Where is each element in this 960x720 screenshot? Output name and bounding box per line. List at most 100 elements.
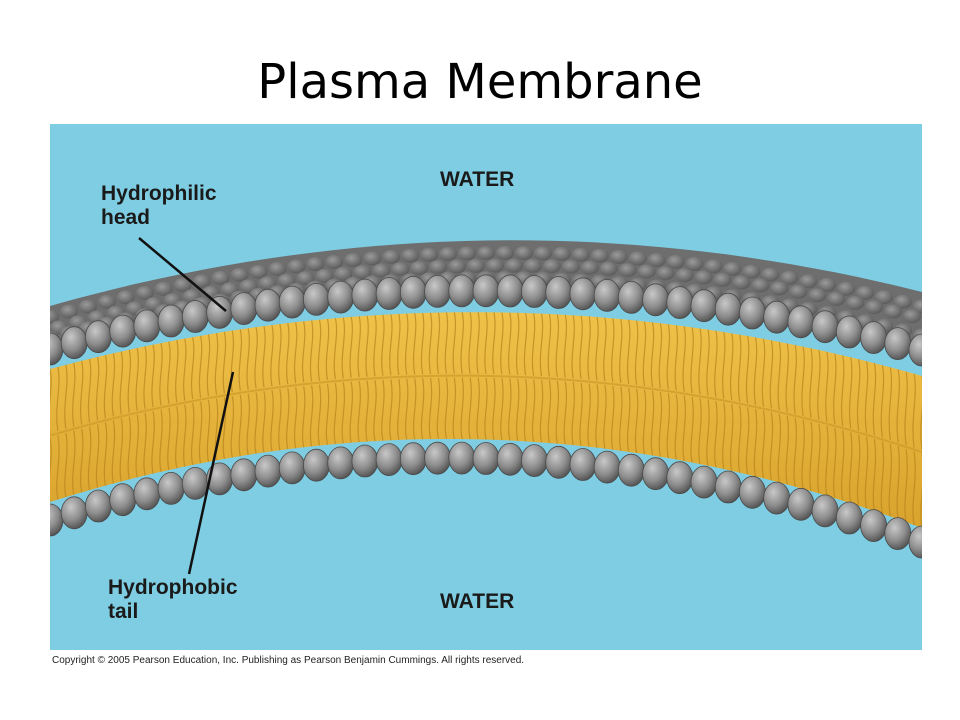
back-head	[647, 253, 666, 267]
tail-strand	[658, 391, 663, 457]
phospholipid-head	[448, 441, 476, 475]
phospholipid-head	[157, 471, 185, 505]
back-head	[230, 267, 249, 282]
phospholipid-head	[520, 275, 548, 308]
tail-strand	[293, 322, 298, 384]
hydrophilic-head-label: Hydrophilic head	[101, 182, 217, 229]
phospholipid-head	[545, 276, 573, 309]
tail-strand	[143, 412, 147, 476]
phospholipid-head	[520, 444, 548, 478]
phospholipid-head	[787, 305, 815, 339]
back-head	[477, 246, 495, 261]
phospholipid-head	[714, 470, 742, 504]
phospholipid-head	[230, 292, 258, 326]
tail-strand	[404, 378, 409, 440]
tail-strand	[135, 414, 139, 478]
tail-strand	[761, 338, 766, 407]
phospholipid-head	[496, 274, 524, 308]
back-head	[496, 246, 514, 260]
tail-strand	[793, 344, 797, 414]
tail-strand	[484, 312, 488, 375]
tail-strand	[531, 313, 536, 376]
tail-strand	[103, 422, 108, 486]
tail-strand	[666, 324, 671, 390]
tail-strand	[325, 383, 330, 445]
tail-strand	[79, 360, 84, 425]
tail-strand	[254, 327, 258, 389]
phospholipid-head	[375, 277, 403, 310]
back-head	[723, 261, 742, 276]
back-head	[666, 254, 685, 269]
back-head	[192, 274, 211, 289]
inner-leaflet-heads	[50, 441, 922, 559]
tail-strand	[452, 312, 457, 374]
tail-strand	[619, 318, 623, 383]
back-head	[306, 257, 325, 271]
phospholipid-head	[85, 320, 112, 354]
tail-strand	[611, 385, 615, 450]
tail-strand	[500, 378, 504, 441]
tail-strand	[175, 406, 179, 469]
tail-strand	[555, 314, 560, 378]
tail-strand	[460, 377, 464, 440]
back-head	[116, 290, 135, 305]
tail-strand	[64, 432, 68, 498]
membrane-diagram	[50, 124, 922, 650]
phospholipid-head	[884, 327, 912, 361]
phospholipid-head	[642, 457, 669, 491]
back-head	[60, 304, 78, 319]
tail-strand	[571, 315, 575, 379]
tail-strand	[547, 313, 552, 377]
back-head	[249, 264, 268, 279]
tail-strand	[515, 312, 520, 375]
back-head	[685, 257, 704, 271]
tail-strand	[888, 367, 893, 440]
tail-strand	[460, 312, 464, 374]
phospholipid-head	[617, 453, 645, 487]
tail-strand	[159, 342, 163, 406]
back-head	[761, 267, 780, 282]
tail-strand	[587, 383, 591, 447]
tail-strand	[87, 358, 92, 423]
phospholipid-head	[181, 300, 209, 333]
tail-strand	[95, 356, 100, 421]
water-label-top: WATER	[440, 168, 515, 191]
phospholipid-head	[133, 477, 161, 511]
tail-strand	[444, 377, 449, 440]
back-head	[372, 263, 391, 278]
tail-strand	[801, 419, 805, 490]
back-head	[571, 247, 590, 262]
back-head	[875, 290, 894, 305]
tail-strand	[706, 329, 710, 396]
phospholipid-head	[835, 501, 863, 535]
back-head	[325, 254, 344, 269]
back-head	[789, 284, 808, 299]
tail-strand	[286, 322, 290, 385]
back-head	[439, 247, 458, 261]
back-head	[382, 249, 401, 264]
tail-strand	[769, 412, 774, 481]
tail-strand	[817, 349, 821, 420]
tail-strand	[389, 379, 393, 441]
tail-strand	[127, 349, 132, 413]
tail-strand	[840, 355, 845, 427]
back-head	[78, 299, 97, 314]
tail-strand	[920, 454, 922, 529]
tail-strand	[650, 322, 655, 387]
tail-strand	[206, 399, 211, 462]
tail-strand	[238, 394, 243, 457]
back-head	[656, 266, 675, 281]
tail-strand	[531, 379, 536, 442]
tail-strand	[872, 363, 877, 436]
tail-strand	[714, 330, 718, 398]
page-title: Plasma Membrane	[257, 54, 703, 110]
tail-strand	[333, 382, 338, 445]
tail-strand	[159, 409, 163, 472]
tail-strand	[856, 434, 861, 506]
phospholipid-head	[375, 443, 403, 477]
tail-strand	[309, 320, 314, 382]
phospholipid-head	[666, 286, 694, 320]
tail-strand	[674, 325, 679, 391]
tail-strand	[420, 377, 425, 440]
back-head	[903, 309, 921, 324]
